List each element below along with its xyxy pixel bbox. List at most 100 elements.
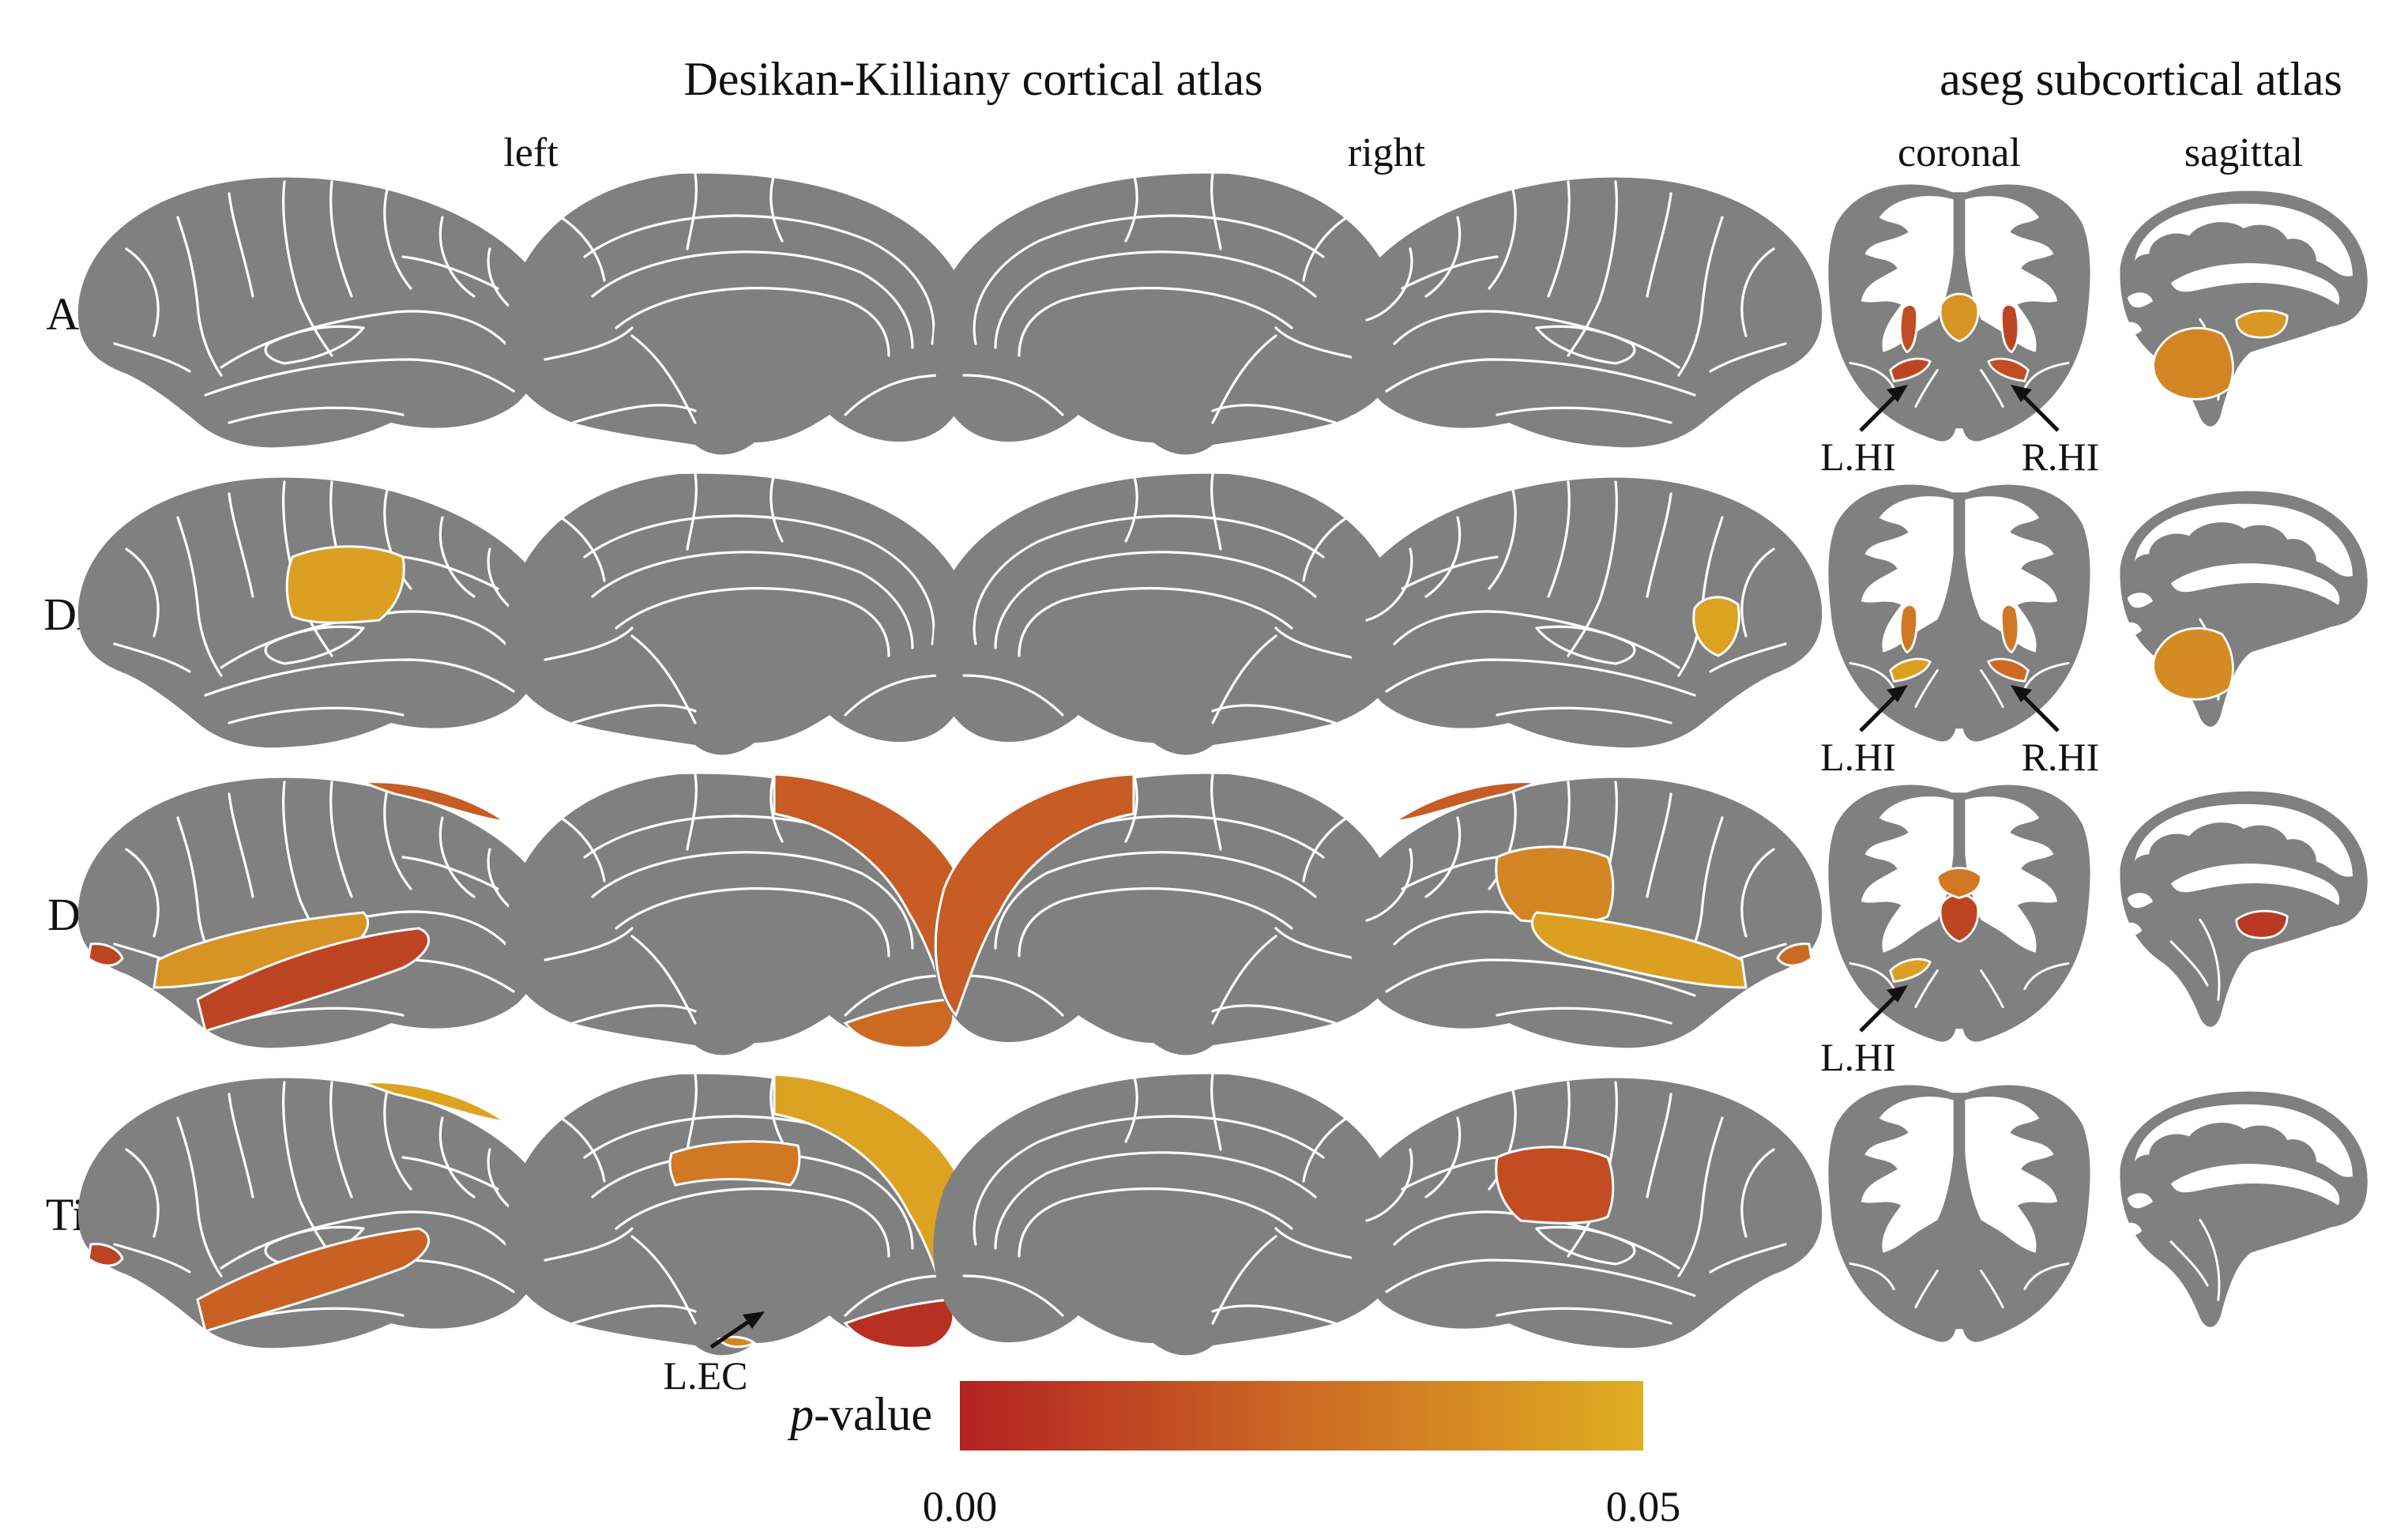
region-lateral-orbitofrontal [87, 1243, 124, 1267]
right-hi-arrow [2017, 690, 2060, 732]
region-superior-frontal [934, 773, 1135, 1018]
region-right-hippocampus [1987, 357, 2030, 382]
region-middle-temporal [196, 1227, 430, 1333]
colorbar-max-label: 0.05 [1606, 1483, 1681, 1530]
brain-left-medial [505, 1073, 975, 1356]
right-hi-label: R.HI [2022, 735, 2100, 779]
region-superior-parietal [1394, 781, 1541, 823]
hippocampus-annotation: L.HI [1820, 385, 1908, 479]
region-superior-temporal [1530, 911, 1748, 989]
sagittal-view-label: sagittal [2184, 130, 2303, 175]
brain-right-lateral [1345, 177, 1823, 448]
brain-silhouette [1828, 484, 2090, 742]
left-hemisphere-label: left [503, 130, 559, 175]
brain-sagittal [2119, 1091, 2368, 1327]
brain-right-lateral [1345, 777, 1823, 1048]
region-thalamus [2235, 909, 2289, 939]
region-lateral-orbitofrontal [87, 943, 124, 967]
row-ade: ADEL.HIR.HI [46, 172, 2368, 479]
region-supramarginal [285, 545, 405, 624]
right-hemisphere-label: right [1348, 130, 1426, 175]
region-right-putamen [2000, 303, 2020, 354]
brain-sagittal [2119, 190, 2368, 427]
colorbar-title: p-value [787, 1388, 932, 1440]
brain-silhouette [77, 777, 555, 1048]
region-thalamus [2235, 309, 2289, 339]
region-cerebellum [2152, 627, 2234, 701]
brain-coronal [1828, 785, 2090, 1042]
colorbar-gradient [960, 1381, 1643, 1451]
brain-coronal [1828, 1085, 2090, 1342]
brain-sagittal [2119, 791, 2368, 1027]
brain-left-medial [505, 172, 975, 455]
region-superior-parietal [359, 1081, 506, 1123]
brain-right-lateral [1345, 477, 1823, 748]
region-pars-opercularis [1692, 596, 1740, 657]
cortical-atlas-title: Desikan-Killiany cortical atlas [683, 53, 1262, 105]
subcortical-atlas-title: aseg subcortical atlas [1940, 53, 2342, 105]
brain-left-lateral [77, 777, 555, 1048]
region-left-hippocampus [1889, 357, 1932, 382]
region-left-putamen [1898, 303, 1919, 354]
row-dpd: DPDL.HI [47, 773, 2368, 1079]
brain-right-medial [933, 472, 1403, 755]
region-posterior-cingulate [668, 1140, 801, 1187]
region-lateral-orbitofrontal [1776, 943, 1813, 967]
colorbar-min-label: 0.00 [923, 1483, 998, 1530]
brain-left-lateral [77, 477, 555, 748]
left-hi-arrowhead [1887, 385, 1908, 402]
brain-silhouette [77, 1078, 555, 1349]
brain-silhouette [77, 177, 555, 448]
brain-silhouette [1345, 177, 1823, 448]
region-right-hippocampus [1987, 657, 2030, 683]
brain-right-medial [933, 172, 1403, 455]
brain-left-medial [505, 773, 975, 1055]
brain-right-medial [933, 1073, 1403, 1356]
colorbar-title-rest: -value [814, 1388, 932, 1440]
hippocampus-annotation-right: R.HI [2011, 385, 2099, 479]
region-medial-orbitofrontal [843, 1298, 955, 1349]
colorbar: p-value 0.00 0.05 [787, 1381, 1680, 1530]
region-thalamus [1939, 292, 1980, 343]
entorhinal-arrowhead [743, 1311, 765, 1329]
brain-right-medial [933, 773, 1403, 1055]
left-hi-arrowhead [1887, 985, 1908, 1003]
right-hi-arrow [2017, 389, 2060, 432]
hippocampus-annotation-right: R.HI [2011, 685, 2099, 779]
region-entorhinal [717, 1335, 757, 1349]
brain-silhouette [1828, 1085, 2090, 1342]
region-left-putamen [1898, 604, 1919, 654]
right-hi-arrowhead [2011, 685, 2032, 702]
left-hi-label: L.HI [1820, 735, 1896, 779]
region-supramarginal [1495, 845, 1615, 924]
region-left-hippocampus [1889, 958, 1932, 983]
entorhinal-annotation: L.EC [664, 1311, 765, 1398]
region-right-putamen [2000, 604, 2020, 654]
right-hi-arrowhead [2011, 385, 2032, 402]
brain-left-medial [505, 472, 975, 755]
brain-left-lateral [77, 1078, 555, 1349]
brain-coronal [1828, 184, 2090, 442]
region-cerebellum [2152, 326, 2234, 401]
brain-rows: ADEL.HIR.HIDADL.HIR.HIDPDL.HITime [43, 172, 2368, 1356]
region-middle-temporal [196, 927, 430, 1033]
hippocampus-annotation: L.HI [1820, 685, 1908, 779]
left-hi-label: L.HI [1820, 435, 1896, 479]
brain-coronal [1828, 484, 2090, 742]
region-medial-orbitofrontal [843, 998, 955, 1049]
region-caudate [1936, 867, 1982, 900]
row-dad: DADL.HIR.HI [43, 472, 2368, 779]
brain-left-lateral [77, 177, 555, 448]
row-time: Time [46, 1073, 2368, 1356]
left-hi-arrow [1859, 690, 1902, 732]
entorhinal-arrow [709, 1315, 756, 1349]
left-hi-label: L.HI [1820, 1035, 1896, 1079]
region-supramarginal [1495, 1146, 1615, 1225]
entorhinal-label: L.EC [664, 1353, 748, 1398]
region-superior-temporal [152, 911, 370, 989]
region-superior-parietal [359, 781, 506, 823]
colorbar-title-italic: p [787, 1388, 814, 1440]
brain-sagittal [2119, 491, 2368, 727]
left-hi-arrowhead [1887, 685, 1908, 702]
